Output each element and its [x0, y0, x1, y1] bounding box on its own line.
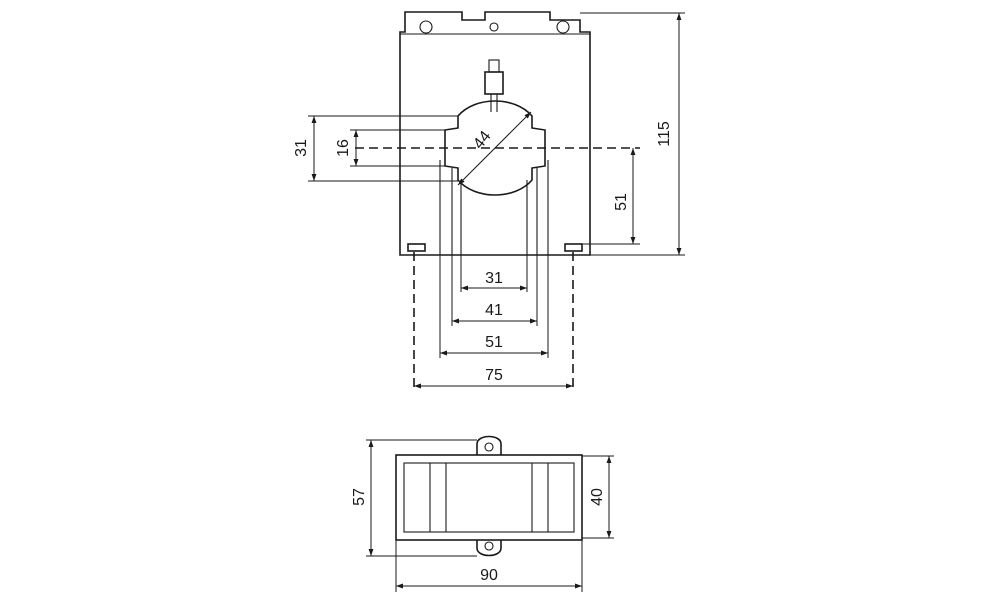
dim-width-75: 75 [485, 367, 503, 384]
primary-window [444, 100, 546, 196]
top-mount-hole-right [556, 20, 570, 34]
dim-width-41: 41 [485, 302, 503, 319]
ear-bottom-hole [484, 541, 494, 551]
ear-top-hole [484, 442, 494, 452]
ear-bottom [476, 540, 502, 557]
front-view: 44 115 51 31 16 [293, 11, 685, 390]
dim-height-total: 115 [656, 121, 673, 147]
bottom-body-outer [395, 454, 583, 541]
terminal-body [484, 71, 504, 95]
dim-height-57: 57 [351, 488, 368, 506]
terminal-screw [488, 59, 500, 73]
diameter-line [457, 111, 532, 186]
top-center-hole [489, 22, 499, 32]
foot-left [407, 243, 426, 252]
top-mount-hole-left [419, 20, 433, 34]
dim-height-40: 40 [589, 488, 606, 506]
housing-outline [399, 11, 591, 256]
bottom-body-inner [403, 462, 575, 533]
dim-side-16: 16 [335, 139, 352, 157]
bottom-view: 57 40 90 [351, 435, 614, 592]
dim-width-31: 31 [485, 270, 503, 287]
dim-width-90: 90 [480, 567, 498, 584]
foot-right [564, 243, 583, 252]
dim-width-51: 51 [485, 334, 503, 351]
ear-top [476, 435, 502, 455]
dim-side-31: 31 [293, 139, 310, 157]
dim-bolt-offset: 51 [613, 193, 630, 211]
